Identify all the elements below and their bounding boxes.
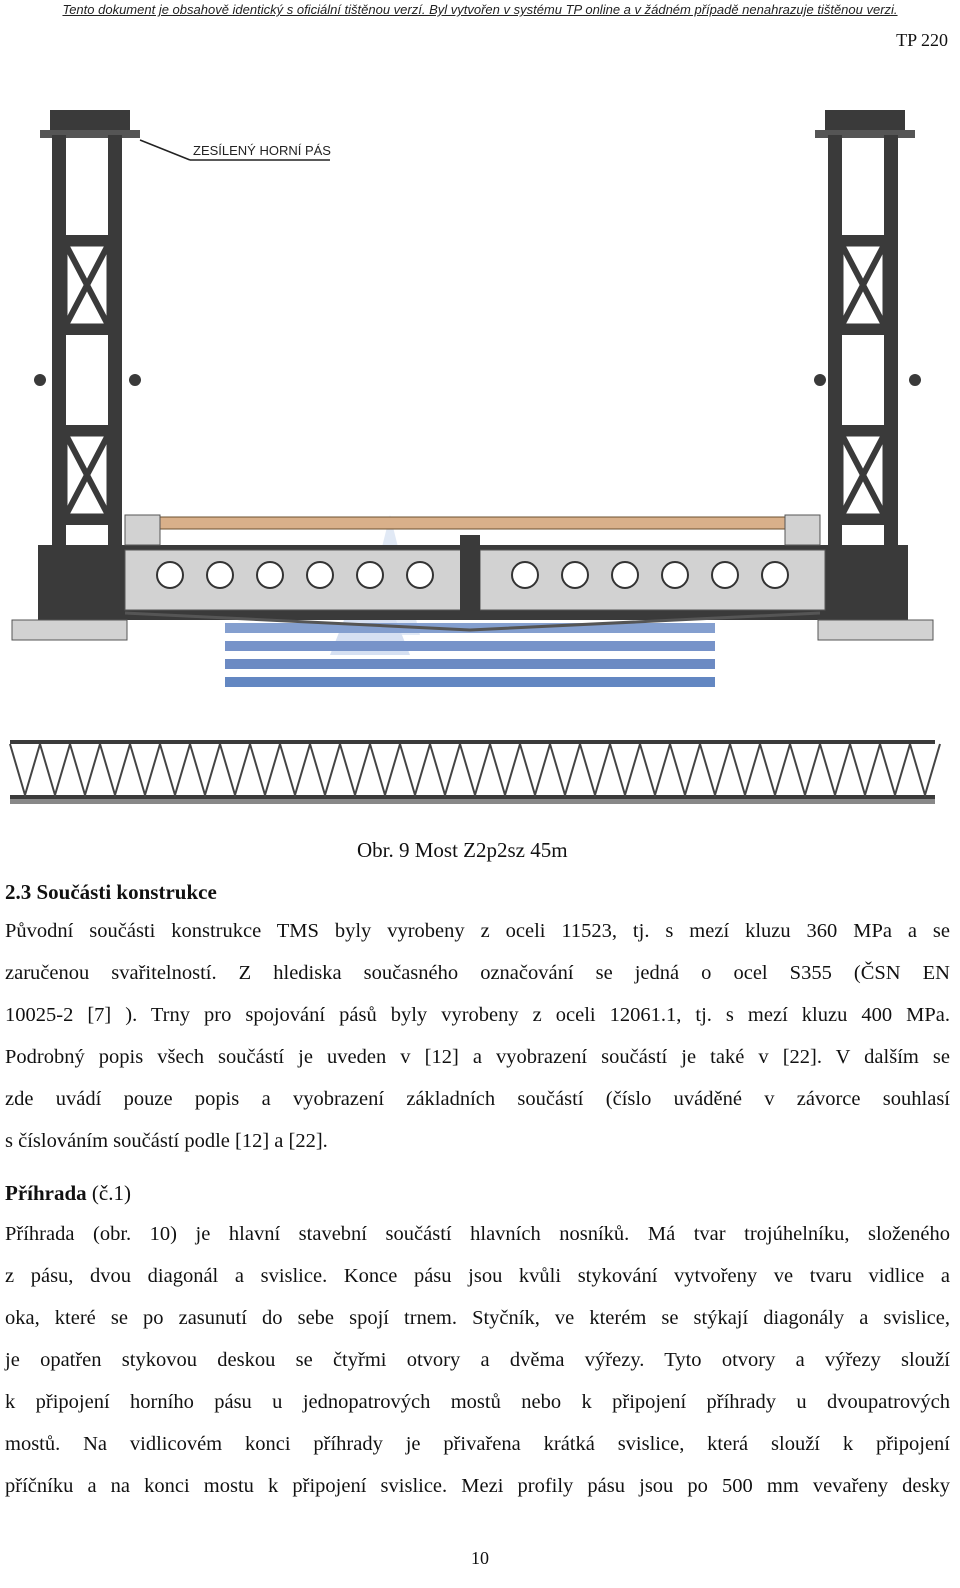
annotation-leader bbox=[139, 139, 191, 161]
truss-diagonal bbox=[849, 743, 881, 799]
paragraph-line: Příhrada (obr. 10) je hlavní stavební so… bbox=[5, 1223, 950, 1245]
truss-diagonal bbox=[219, 743, 251, 799]
truss-diagonal bbox=[399, 743, 431, 799]
truss-diagonal bbox=[39, 743, 71, 799]
truss-diagonal bbox=[759, 743, 791, 799]
paragraph-line: Podrobný popis všech součástí je uveden … bbox=[5, 1046, 950, 1068]
subheading: Příhrada (č.1) bbox=[5, 1181, 131, 1206]
truss-diagonal bbox=[309, 743, 341, 799]
truss-diagonal bbox=[729, 743, 761, 799]
side-view-truss bbox=[9, 740, 941, 804]
truss-diagonal bbox=[279, 743, 311, 799]
truss-diagonal bbox=[819, 743, 851, 799]
truss-diagonal bbox=[249, 743, 281, 799]
right-tower bbox=[814, 110, 921, 615]
truss-diagonal bbox=[459, 743, 491, 799]
truss-diagonal bbox=[429, 743, 461, 799]
page-number: 10 bbox=[471, 1548, 489, 1568]
truss-diagonal bbox=[519, 743, 551, 799]
bridge-figure: ZESÍLENÝ HORNÍ PÁS bbox=[0, 95, 960, 835]
paragraph-line: z pásu, dvou diagonál a svislice. Konce … bbox=[5, 1265, 950, 1287]
truss-diagonal bbox=[189, 743, 221, 799]
paragraph-line: je opatřen stykovou deskou se čtyřmi otv… bbox=[5, 1349, 950, 1371]
lightening-hole bbox=[306, 561, 334, 589]
paragraph-line: zde uvádí pouze popis a vyobrazení zákla… bbox=[5, 1088, 950, 1110]
paragraph-line: s číslováním součástí podle [12] a [22]. bbox=[5, 1130, 328, 1152]
truss-diagonal bbox=[369, 743, 401, 799]
truss-diagonal bbox=[789, 743, 821, 799]
lightening-hole bbox=[511, 561, 539, 589]
lightening-hole bbox=[256, 561, 284, 589]
truss-diagonal bbox=[609, 743, 641, 799]
lightening-hole bbox=[661, 561, 689, 589]
paragraph-line: 10025-2 [7] ). Trny pro spojování pásů b… bbox=[5, 1004, 950, 1026]
truss-diagonal bbox=[99, 743, 131, 799]
paragraph-line: k připojení horního pásu u jednopatrovýc… bbox=[5, 1391, 950, 1413]
truss-diagonal bbox=[159, 743, 191, 799]
disclaimer-text: Tento dokument je obsahově identický s o… bbox=[62, 2, 898, 17]
lightening-hole bbox=[561, 561, 589, 589]
subheading-bold: Příhrada bbox=[5, 1181, 87, 1205]
figure-caption: Obr. 9 Most Z2p2sz 45m bbox=[357, 838, 568, 862]
subheading-rest: (č.1) bbox=[86, 1181, 131, 1205]
paragraph-line: příčníku a na konci mostu k připojení sv… bbox=[5, 1475, 950, 1497]
paragraph-line: zaručenou svařitelností. Z hlediska souč… bbox=[5, 962, 950, 984]
truss-diagonal bbox=[639, 743, 671, 799]
bridge-drawing: ZESÍLENÝ HORNÍ PÁS bbox=[9, 110, 941, 804]
truss-diagonal bbox=[879, 743, 911, 799]
truss-diagonal bbox=[699, 743, 731, 799]
lightening-hole bbox=[156, 561, 184, 589]
lightening-hole bbox=[206, 561, 234, 589]
truss-diagonal bbox=[579, 743, 611, 799]
lightening-hole bbox=[711, 561, 739, 589]
annotation-label: ZESÍLENÝ HORNÍ PÁS bbox=[193, 143, 331, 158]
paragraph-line: oka, které se po zasunutí do sebe spojí … bbox=[5, 1307, 950, 1329]
truss-diagonal bbox=[9, 743, 41, 799]
lightening-hole bbox=[406, 561, 434, 589]
left-tower bbox=[34, 110, 141, 615]
section-heading: 2.3 Součásti konstrukce bbox=[5, 880, 217, 904]
truss-diagonal bbox=[489, 743, 521, 799]
truss-diagonal bbox=[669, 743, 701, 799]
paragraph-line: mostů. Na vidlicovém konci příhrady je p… bbox=[5, 1433, 950, 1455]
truss-diagonal bbox=[909, 743, 941, 799]
lightening-hole bbox=[356, 561, 384, 589]
lightening-hole bbox=[761, 561, 789, 589]
truss-diagonal bbox=[339, 743, 371, 799]
bridge-deck bbox=[11, 514, 934, 641]
truss-diagonal bbox=[129, 743, 161, 799]
document-code: TP 220 bbox=[896, 30, 948, 50]
truss-diagonal bbox=[69, 743, 101, 799]
lightening-hole bbox=[611, 561, 639, 589]
truss-diagonal bbox=[549, 743, 581, 799]
paragraph-line: Původní součásti konstrukce TMS byly vyr… bbox=[5, 920, 950, 942]
